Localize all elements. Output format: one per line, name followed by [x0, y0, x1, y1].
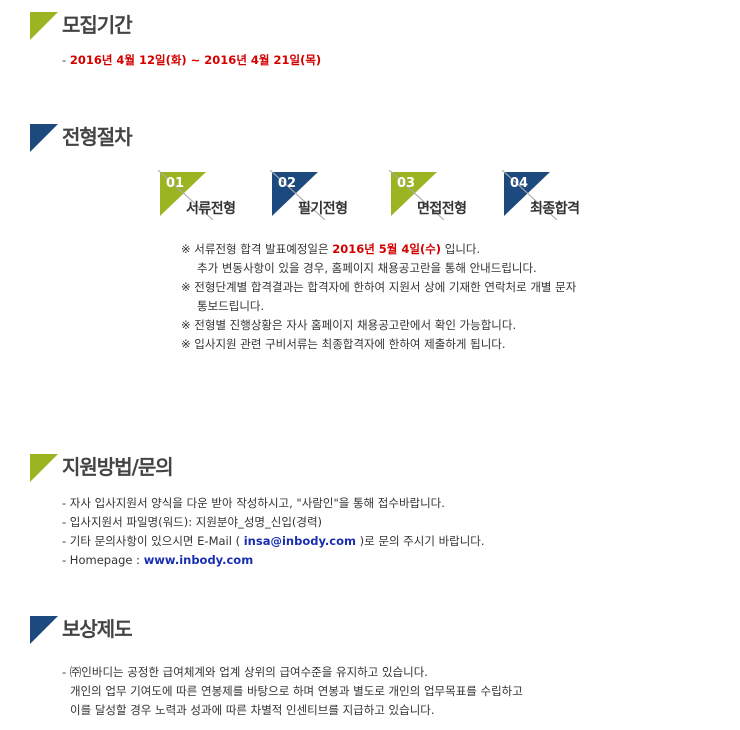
text: - Homepage : — [62, 553, 144, 567]
step-num: 03 — [397, 176, 416, 191]
step-label: 서류전형 — [186, 201, 236, 217]
email-link[interactable]: insa@inbody.com — [243, 534, 356, 548]
note-text: ※ 서류전형 합격 발표예정일은 — [181, 242, 333, 256]
apply-line: - Homepage : www.inbody.com — [62, 551, 485, 570]
note-2: ※ 전형단계별 합격결과는 합격자에 한하여 지원서 상에 기재한 연락처로 개… — [181, 280, 577, 294]
reward-line: 이를 달성할 경우 노력과 성과에 따른 차별적 인센티브를 지급하고 있습니다… — [70, 703, 435, 717]
note-2-cont: 통보드립니다. — [197, 299, 265, 313]
section-triangle-icon — [30, 12, 58, 40]
section-title: 전형절차 — [62, 125, 133, 149]
step-num: 04 — [510, 176, 529, 191]
note-4: ※ 입사지원 관련 구비서류는 최종합격자에 한하여 제출하게 됩니다. — [181, 337, 506, 351]
recruit-period: - 2016년 4월 12일(화) ~ 2016년 4월 21일(목) — [62, 51, 321, 70]
text: )로 문의 주시기 바랍니다. — [355, 534, 485, 548]
announce-date: 2016년 5월 4일(수) — [332, 242, 442, 256]
step-num: 02 — [278, 176, 297, 191]
dash: - — [62, 53, 70, 67]
note-3: ※ 전형별 진행상황은 자사 홈페이지 채용공고란에서 확인 가능합니다. — [181, 318, 517, 332]
reward-line: - ㈜인바디는 공정한 급여체계와 업계 상위의 급여수준을 유지하고 있습니다… — [62, 665, 428, 679]
note-1-cont: 추가 변동사항이 있을 경우, 홈페이지 채용공고란을 통해 안내드립니다. — [197, 261, 537, 275]
step-label: 필기전형 — [298, 201, 348, 217]
note-1: ※ 서류전형 합격 발표예정일은 2016년 5월 4일(수) 입니다. — [181, 240, 576, 259]
step-label: 면접전형 — [417, 201, 467, 217]
reward-line: 개인의 업무 기여도에 따른 연봉제를 바탕으로 하며 연봉과 별도로 개인의 … — [70, 684, 523, 698]
homepage-link[interactable]: www.inbody.com — [143, 553, 254, 567]
apply-line: - 입사지원서 파일명(워드): 지원분야_성명_신입(경력) — [62, 515, 323, 529]
apply-list: - 자사 입사지원서 양식을 다운 받아 작성하시고, "사람인"을 통해 접수… — [62, 494, 485, 570]
apply-line: - 기타 문의사항이 있으시면 E-Mail ( insa@inbody.com… — [62, 532, 485, 551]
reward-text: - ㈜인바디는 공정한 급여체계와 업계 상위의 급여수준을 유지하고 있습니다… — [62, 663, 523, 720]
step-num: 01 — [166, 176, 185, 191]
apply-line: - 자사 입사지원서 양식을 다운 받아 작성하시고, "사람인"을 통해 접수… — [62, 496, 445, 510]
section-title: 지원방법/문의 — [62, 455, 174, 479]
step-label: 최종합격 — [530, 201, 580, 217]
section-title: 모집기간 — [62, 13, 133, 37]
section-triangle-icon — [30, 454, 58, 482]
period-text: 2016년 4월 12일(화) ~ 2016년 4월 21일(목) — [69, 53, 322, 67]
section-title: 보상제도 — [62, 617, 133, 641]
process-notes: ※ 서류전형 합격 발표예정일은 2016년 5월 4일(수) 입니다. 추가 … — [181, 240, 576, 354]
note-text: 입니다. — [441, 242, 481, 256]
section-triangle-icon — [30, 616, 58, 644]
text: - 기타 문의사항이 있으시면 E-Mail ( — [62, 534, 244, 548]
section-triangle-icon — [30, 124, 58, 152]
